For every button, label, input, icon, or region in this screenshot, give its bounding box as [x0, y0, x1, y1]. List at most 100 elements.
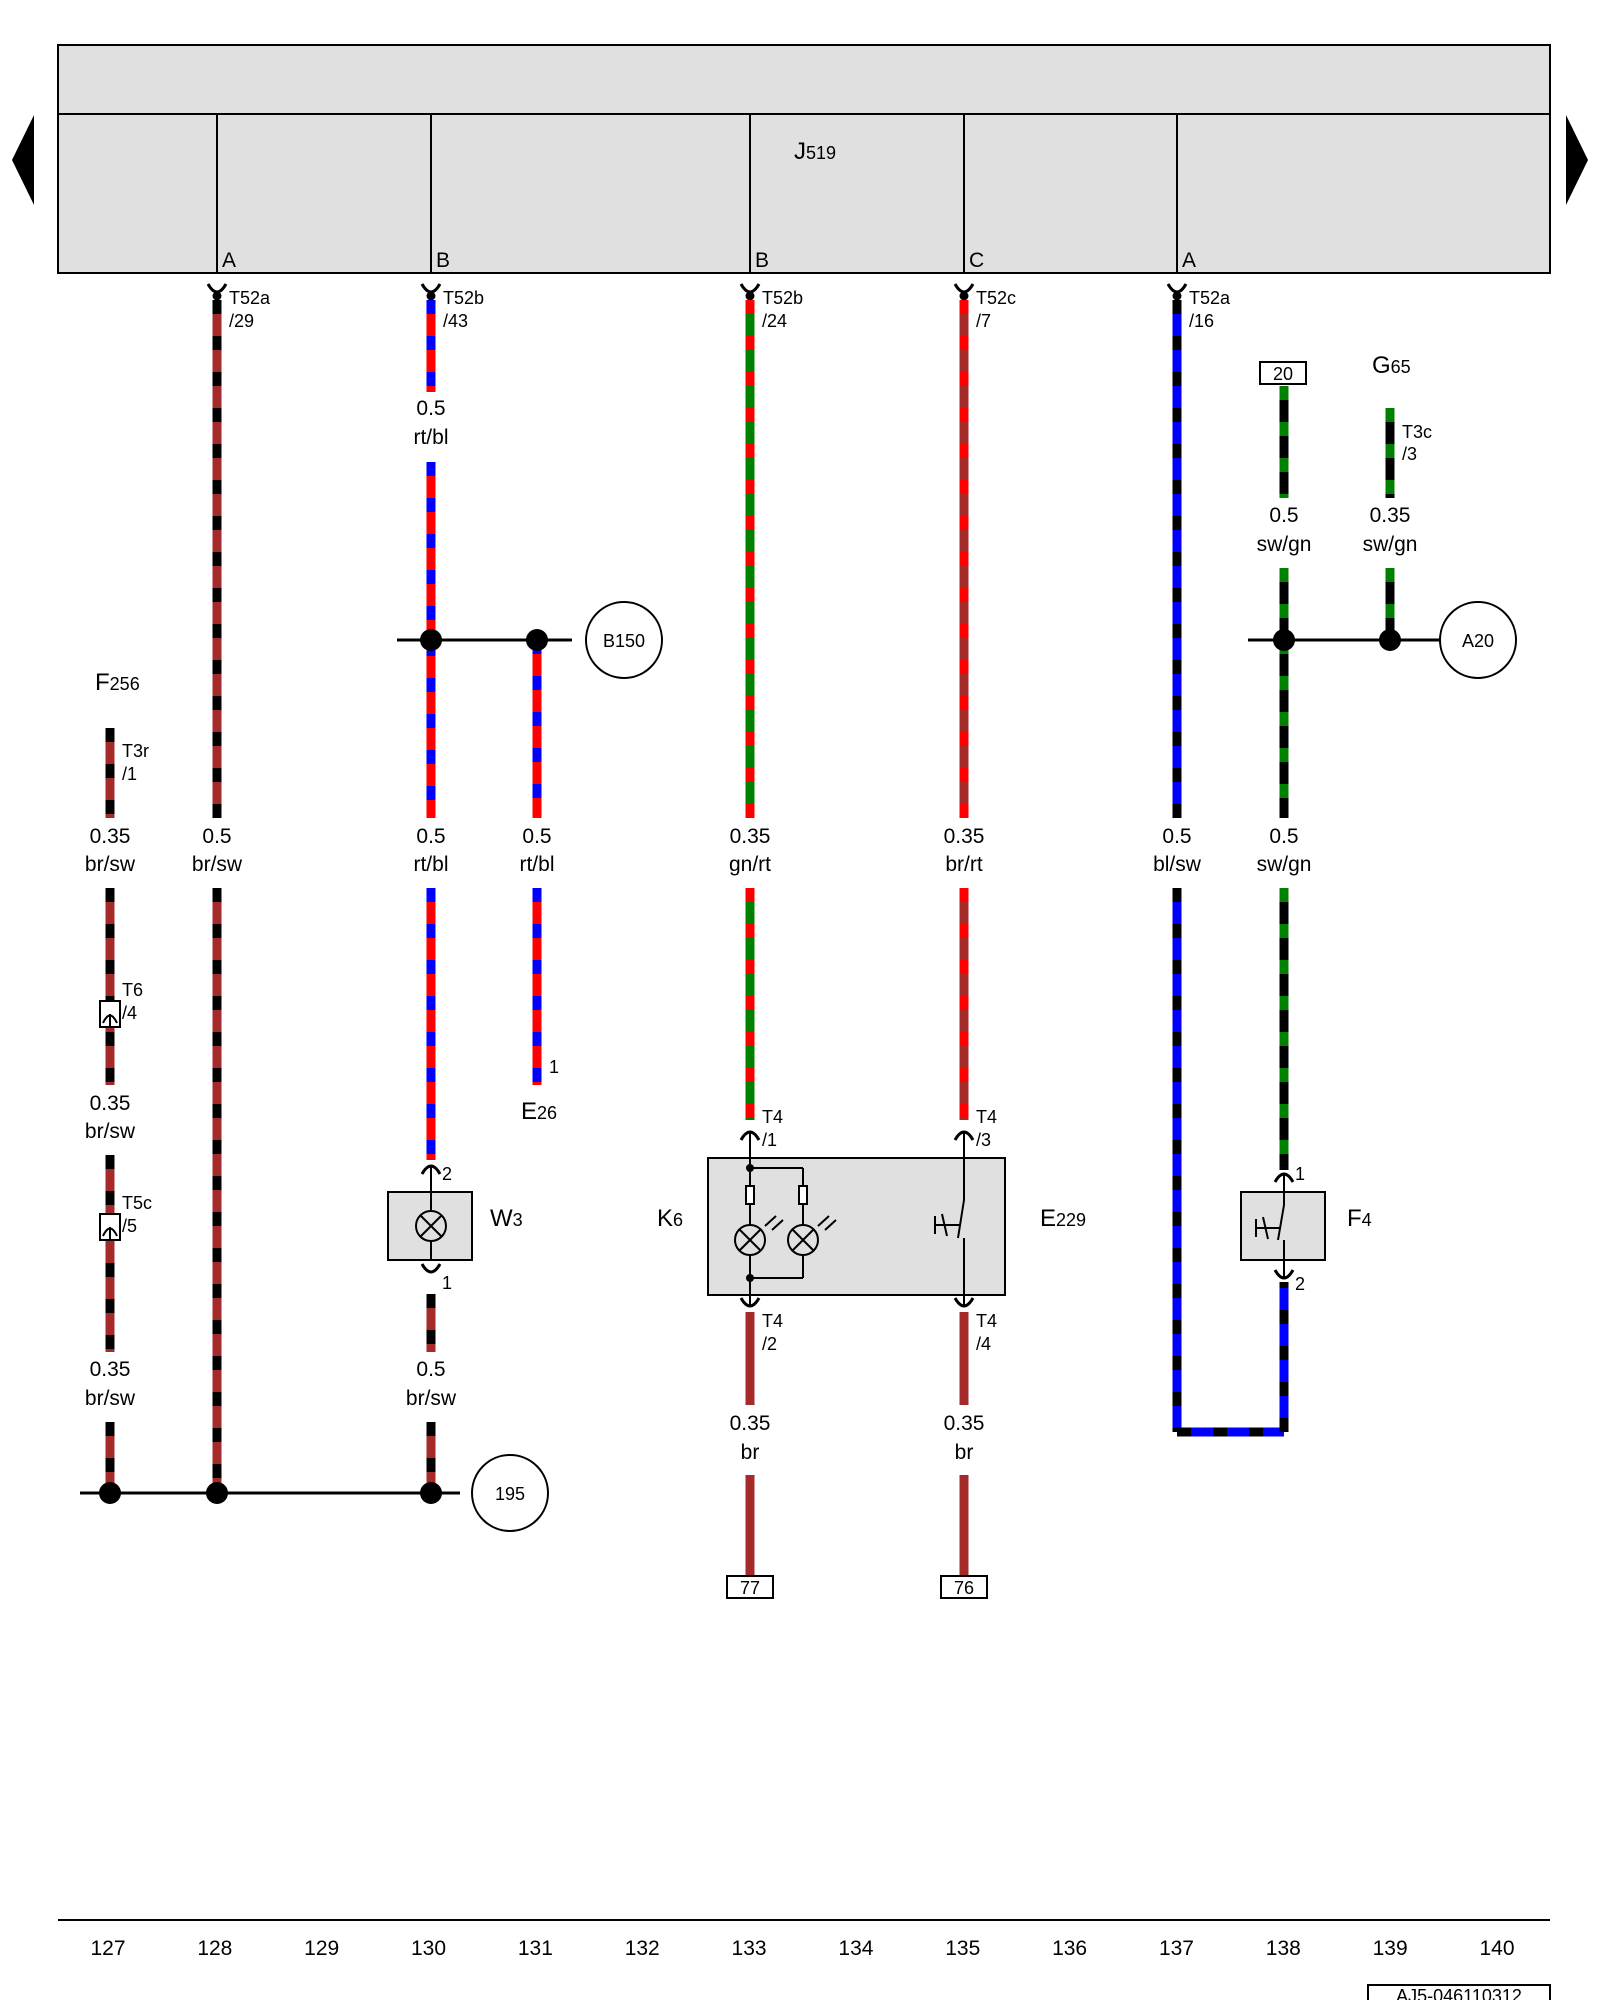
connector-label: T3c — [1402, 422, 1432, 442]
ground-point-circle — [471, 1454, 549, 1532]
reference-top-label: 20 — [1273, 364, 1293, 384]
wire-color-label: rt/bl — [519, 853, 554, 876]
reference-76-label: 76 — [954, 1578, 974, 1598]
connector-label: T52b — [443, 288, 484, 308]
wire-color-label: rt/bl — [413, 426, 448, 449]
column-number: 129 — [304, 1937, 339, 1960]
wire-color-label: br — [955, 1441, 974, 1464]
wire-size-label: 0.35 — [90, 1092, 131, 1115]
wire-color-label: br — [741, 1441, 760, 1464]
component-f256-label: F256 — [95, 669, 140, 696]
column-number: 136 — [1052, 1937, 1087, 1960]
wire-size-label: 0.35 — [730, 1412, 771, 1435]
wire-size-label: 0.5 — [522, 825, 551, 848]
connector-label: T5c — [122, 1193, 152, 1213]
wire-color-label: br/sw — [192, 853, 243, 876]
wire-size-label: 0.5 — [416, 1358, 445, 1381]
junction-a20-label: A20 — [1462, 631, 1494, 651]
pin-label: /4 — [122, 1003, 137, 1023]
column-number: 137 — [1159, 1937, 1194, 1960]
connector-label: T6 — [122, 980, 143, 1000]
column-number: 132 — [625, 1937, 660, 1960]
wire-color-label: sw/gn — [1257, 853, 1312, 876]
column-number: 135 — [945, 1937, 980, 1960]
connector-label: T4 — [976, 1107, 997, 1127]
component-f4-label: F4 — [1347, 1205, 1372, 1232]
wire-size-label: 0.35 — [1370, 504, 1411, 527]
connector-label: T4 — [762, 1311, 783, 1331]
component-e229-label: E229 — [1040, 1205, 1086, 1232]
component-w3-label: W3 — [490, 1205, 523, 1232]
pin-label: /2 — [762, 1334, 777, 1354]
pin-label: /1 — [122, 764, 137, 784]
pin-letter: C — [969, 249, 984, 272]
wire-color-label: br/sw — [85, 1120, 136, 1143]
pin-label: /5 — [122, 1216, 137, 1236]
wire-size-label: 0.5 — [416, 825, 445, 848]
pin-label: /1 — [762, 1130, 777, 1150]
wire-color-label: rt/bl — [413, 853, 448, 876]
column-number: 131 — [518, 1937, 553, 1960]
wire-color-label: sw/gn — [1363, 533, 1418, 556]
pin-letter: B — [755, 249, 769, 272]
column-number: 134 — [838, 1937, 873, 1960]
pin-label: 1 — [549, 1057, 559, 1077]
junction-dots — [99, 629, 1401, 1504]
reference-box-77 — [726, 1575, 774, 1599]
connector-symbols — [206, 283, 1188, 301]
column-number: 140 — [1479, 1937, 1514, 1960]
column-number: 139 — [1373, 1937, 1408, 1960]
junction-b150-label: B150 — [603, 631, 645, 651]
component-g65-label: G65 — [1372, 352, 1411, 379]
pin-label: /4 — [976, 1334, 991, 1354]
column-number: 128 — [197, 1937, 232, 1960]
junction-b150-circle — [585, 601, 663, 679]
ground-point-label: 195 — [495, 1484, 525, 1504]
wire-color-label: br/rt — [945, 853, 983, 876]
prev-page-arrow-icon[interactable] — [12, 115, 34, 205]
junction-a20-circle — [1439, 601, 1517, 679]
pin-label: /24 — [762, 311, 787, 331]
wire-size-label: 0.5 — [416, 397, 445, 420]
pin-label: /7 — [976, 311, 991, 331]
connector-label: T52b — [762, 288, 803, 308]
pin-label: /3 — [1402, 444, 1417, 464]
connector-label: T4 — [976, 1311, 997, 1331]
component-e26-label: E26 — [521, 1098, 557, 1125]
reference-box-top — [1259, 361, 1307, 385]
column-number: 127 — [90, 1937, 125, 1960]
switch-f4-icon — [1255, 1174, 1285, 1278]
control-unit-j519-panel — [57, 44, 1551, 274]
wire-size-label: 0.35 — [944, 1412, 985, 1435]
column-number: 130 — [411, 1937, 446, 1960]
pin-label: 2 — [442, 1164, 452, 1184]
connector-label: T52a — [229, 288, 271, 308]
pin-label: /43 — [443, 311, 468, 331]
pin-letter: A — [222, 249, 236, 272]
pin-label: /16 — [1189, 311, 1214, 331]
pin-letter: A — [1182, 249, 1196, 272]
reference-box-76 — [940, 1575, 988, 1599]
wire-size-label: 0.5 — [1269, 504, 1298, 527]
reference-77-label: 77 — [740, 1578, 760, 1598]
document-id: AJ5-046110312 — [1396, 1986, 1522, 2000]
wire-size-label: 0.5 — [202, 825, 231, 848]
pin-letter: B — [436, 249, 450, 272]
wire-size-label: 0.35 — [90, 825, 131, 848]
wire-size-label: 0.35 — [944, 825, 985, 848]
switch-e229-icon — [934, 1132, 965, 1306]
wire-color-label: sw/gn — [1257, 533, 1312, 556]
component-k6-label: K6 — [657, 1205, 683, 1232]
connector-label: T52a — [1189, 288, 1231, 308]
column-number: 133 — [732, 1937, 767, 1960]
controller-label: J519 — [794, 138, 836, 165]
column-number: 138 — [1266, 1937, 1301, 1960]
wire-color-label: br/sw — [85, 853, 136, 876]
connector-label: T4 — [762, 1107, 783, 1127]
wire-size-label: 0.35 — [90, 1358, 131, 1381]
bus-lines — [80, 638, 1440, 1495]
wire-size-label: 0.5 — [1162, 825, 1191, 848]
pin-label: 1 — [442, 1273, 452, 1293]
next-page-arrow-icon[interactable] — [1566, 115, 1588, 205]
